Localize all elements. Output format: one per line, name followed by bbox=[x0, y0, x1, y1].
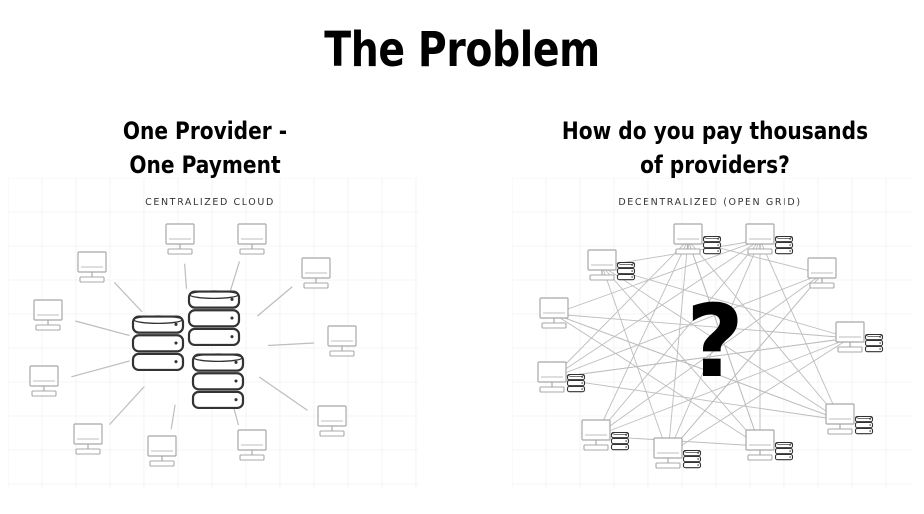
computer-monitor-icon bbox=[673, 223, 703, 255]
computer-monitor-icon bbox=[237, 223, 267, 255]
decentralized-grid-caption: DECENTRALIZED (OPEN GRID) bbox=[618, 197, 802, 208]
decentralized-diagram bbox=[512, 178, 912, 488]
left-panel-heading: One Provider - One Payment bbox=[66, 114, 343, 182]
computer-monitor-icon bbox=[327, 325, 357, 357]
left-heading-line-2: One Payment bbox=[129, 151, 281, 179]
mesh-connection-lines bbox=[551, 239, 851, 455]
server-stack-icon bbox=[566, 373, 586, 393]
database-stack-icon bbox=[191, 353, 245, 410]
computer-monitor-icon bbox=[73, 423, 103, 455]
computer-monitor-icon bbox=[147, 435, 177, 467]
computer-monitor-icon bbox=[745, 429, 775, 461]
right-heading-line-2: of providers? bbox=[640, 151, 790, 179]
computer-monitor-icon bbox=[77, 251, 107, 283]
computer-monitor-icon bbox=[825, 403, 855, 435]
connection-lines bbox=[71, 261, 315, 430]
database-stack-icon bbox=[187, 290, 241, 347]
computer-monitor-icon bbox=[581, 419, 611, 451]
server-stack-icon bbox=[864, 333, 884, 353]
computer-monitor-icon bbox=[237, 429, 267, 461]
right-heading-line-1: How do you pay thousands bbox=[561, 117, 869, 145]
page-title: The Problem bbox=[324, 22, 600, 78]
computer-monitor-icon bbox=[835, 321, 865, 353]
computer-monitor-icon bbox=[165, 223, 195, 255]
server-stack-icon bbox=[774, 441, 794, 461]
computer-monitor-icon bbox=[29, 365, 59, 397]
computer-monitor-icon bbox=[537, 361, 567, 393]
computer-monitor-icon bbox=[539, 297, 569, 329]
server-stack-icon bbox=[854, 415, 874, 435]
server-stack-icon bbox=[610, 431, 630, 451]
computer-monitor-icon bbox=[301, 257, 331, 289]
server-stack-icon bbox=[702, 235, 722, 255]
left-heading-line-1: One Provider - bbox=[122, 117, 288, 145]
computer-monitor-icon bbox=[745, 223, 775, 255]
computer-monitor-icon bbox=[317, 405, 347, 437]
computer-monitor-icon bbox=[33, 299, 63, 331]
database-stack-icon bbox=[131, 315, 185, 372]
centralized-cloud-caption: CENTRALIZED CLOUD bbox=[145, 197, 275, 208]
computer-monitor-icon bbox=[807, 257, 837, 289]
computer-monitor-icon bbox=[587, 249, 617, 281]
question-mark: ? bbox=[685, 283, 744, 400]
right-panel-heading: How do you pay thousands of providers? bbox=[560, 114, 871, 182]
server-stack-icon bbox=[774, 235, 794, 255]
server-stack-icon bbox=[616, 261, 636, 281]
server-stack-icon bbox=[682, 449, 702, 469]
computer-monitor-icon bbox=[653, 437, 683, 469]
centralized-diagram bbox=[8, 178, 418, 488]
